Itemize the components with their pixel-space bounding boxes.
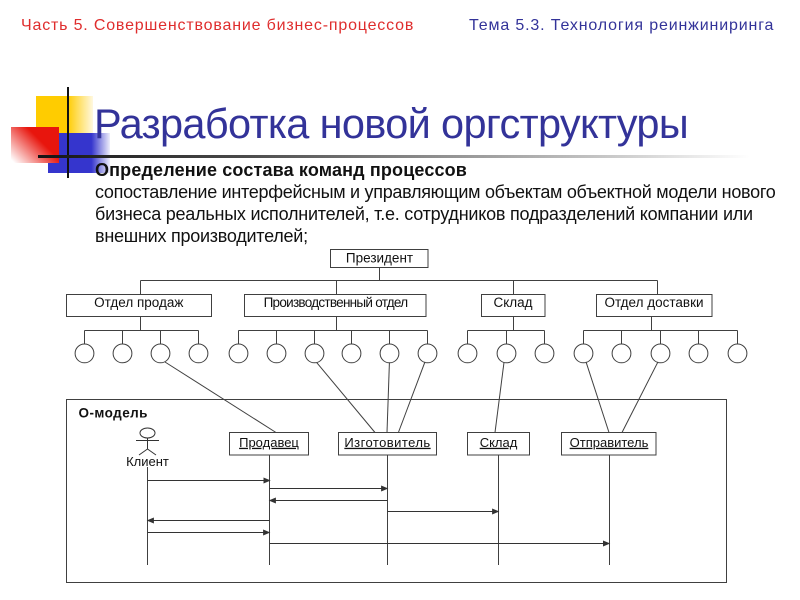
svg-text:Клиент: Клиент xyxy=(126,454,169,469)
svg-text:Отправитель: Отправитель xyxy=(570,435,649,450)
svg-text:Склад: Склад xyxy=(493,295,532,310)
svg-text:Изготовитель: Изготовитель xyxy=(344,435,430,450)
svg-text:Производственный отдел: Производственный отдел xyxy=(264,295,408,310)
svg-text:Отдел доставки: Отдел доставки xyxy=(604,295,703,310)
svg-text:Отдел продаж: Отдел продаж xyxy=(94,295,183,310)
svg-text:Продавец: Продавец xyxy=(239,435,299,450)
svg-text:О-модель: О-модель xyxy=(79,405,148,420)
svg-text:Президент: Президент xyxy=(346,251,413,266)
svg-text:Склад: Склад xyxy=(480,435,518,450)
